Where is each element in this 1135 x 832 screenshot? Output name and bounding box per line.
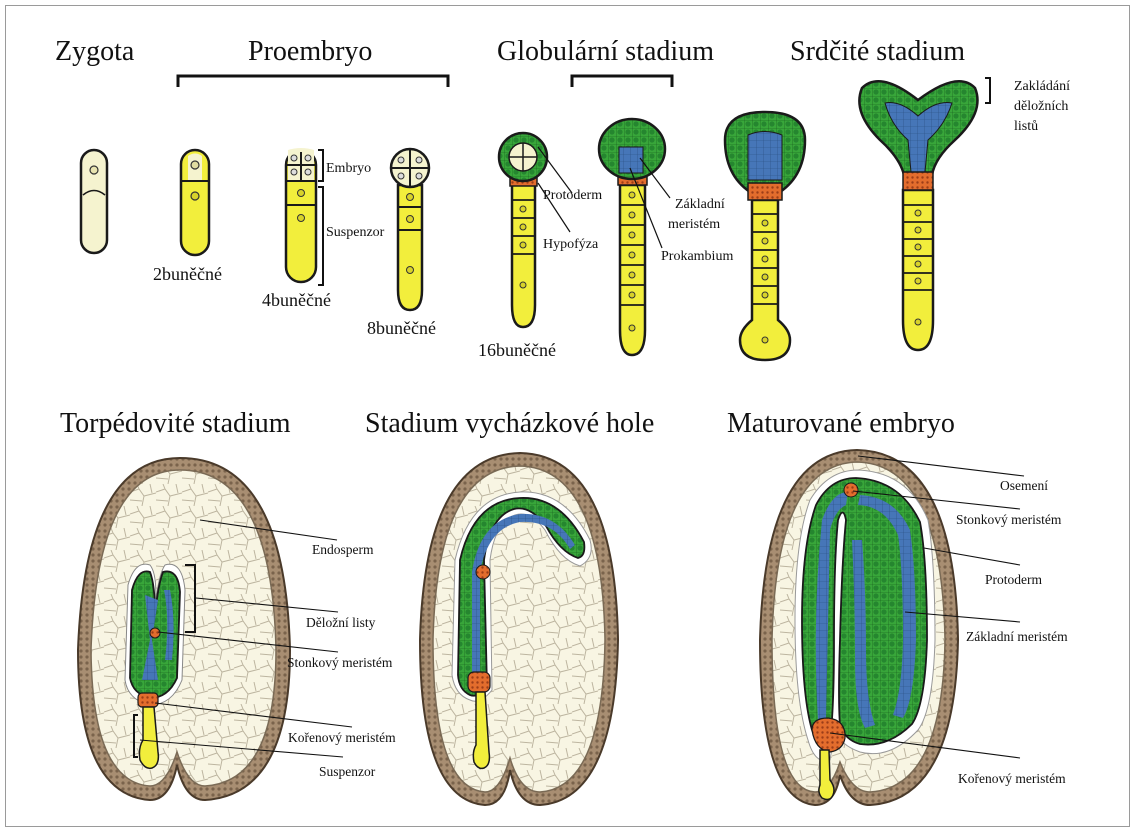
label-protoderm: Protoderm	[543, 188, 602, 203]
late-globular-embryo	[599, 119, 665, 355]
four-cell-brackets	[318, 150, 323, 285]
label-hypofyza: Hypofýza	[543, 237, 599, 252]
transition-embryo	[725, 112, 805, 360]
label-stonkovy-meristem-2: Stonkový meristém	[956, 512, 1062, 527]
eight-cell-proembryo	[391, 149, 429, 310]
title-torpedo: Torpédovité stadium	[60, 408, 291, 439]
title-walking-stick: Stadium vycházkové hole	[365, 408, 654, 439]
label-stonkovy-meristem: Stonkový meristém	[287, 655, 393, 670]
label-zakladani-2: děložních	[1014, 99, 1068, 114]
label-2-cell: 2buněčné	[153, 264, 222, 284]
title-mature: Maturované embryo	[727, 408, 955, 439]
label-zakladani-1: Zakládání	[1014, 79, 1070, 94]
label-suspenzor-bottom: Suspenzor	[319, 764, 376, 779]
label-osemeni: Osemení	[1000, 478, 1048, 493]
title-zygota: Zygota	[55, 36, 135, 67]
label-korenovy-meristem-2: Kořenový meristém	[958, 771, 1066, 786]
torpedo-stage-seed	[78, 458, 290, 800]
label-zakladni-2: meristém	[668, 217, 720, 232]
label-16-cell: 16buněčné	[478, 340, 556, 360]
title-proembryo: Proembryo	[248, 36, 372, 67]
label-zakladani-3: listů	[1014, 119, 1038, 134]
label-embryo: Embryo	[326, 161, 371, 176]
sixteen-cell-globular-embryo	[499, 133, 547, 327]
proembryo-bracket	[178, 76, 448, 87]
globular-bracket	[572, 76, 672, 87]
walking-stick-stage-seed	[420, 453, 618, 805]
title-heart: Srdčité stadium	[790, 36, 965, 67]
label-delozni-listy: Děložní listy	[306, 615, 376, 630]
label-8-cell: 8buněčné	[367, 318, 436, 338]
label-suspenzor: Suspenzor	[326, 225, 385, 240]
label-endosperm: Endosperm	[312, 542, 374, 557]
mature-embryo-seed	[760, 450, 958, 805]
label-prokambium: Prokambium	[661, 249, 733, 264]
zygote-cell	[81, 150, 107, 253]
title-globular: Globulární stadium	[497, 36, 714, 67]
label-korenovy-meristem: Kořenový meristém	[288, 730, 396, 745]
four-cell-proembryo	[286, 148, 316, 282]
heart-bracket	[985, 78, 990, 103]
label-4-cell: 4buněčné	[262, 290, 331, 310]
label-zakladni-1: Základní	[675, 197, 725, 212]
heart-stage-embryo	[859, 81, 977, 350]
label-zakladni-meristem: Základní meristém	[966, 629, 1068, 644]
two-cell-proembryo	[181, 150, 209, 255]
label-protoderm-2: Protoderm	[985, 572, 1042, 587]
